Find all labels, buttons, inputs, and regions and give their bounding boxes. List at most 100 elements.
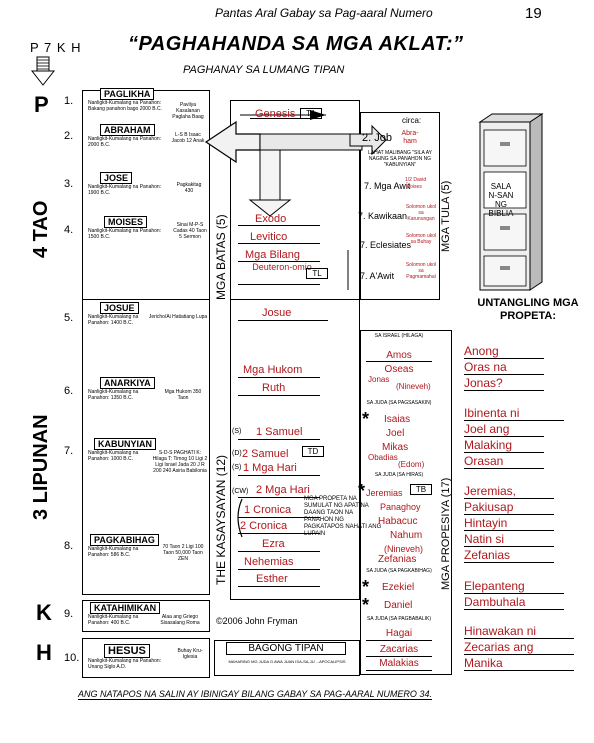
book-levitico: Levitico [250,231,288,243]
prophets-frame [360,330,452,675]
circa-label: circa: [402,116,422,125]
zacarias-underline [366,656,432,657]
mark-s: (S) [232,428,242,435]
subtitle: PAGHANAY SA LUMANG TIPAN [183,64,345,76]
book-nahum: Nahum [390,530,423,541]
untangle-13: Elepanteng [464,580,564,594]
period-5-note: Nanligkit-Kumalang na Panahon: 1400 B.C. [88,314,139,326]
book-zacarias: Zacarias [379,644,419,655]
cabinet-label: SALA N-SAN NG BIBLIA [488,182,514,218]
kawikaan-note: Solomon ukol sa Karunungan [405,204,437,222]
untangle-2: Oras na [464,361,544,375]
star-icon-1: * [362,409,370,429]
copyright: ©2006 John Fryman [216,616,298,626]
sa-juda-3: SA JUDA (SA PAGKABIHAG) [366,568,432,574]
period-3-note: Nanligkit-Kumalang na Panahon: 1900 B.C. [88,184,162,196]
untangle-11: Natin si [464,533,554,547]
period-8-num: 8. [64,540,74,552]
star-icon-3: * [362,577,370,597]
untangle-4: Ibinenta ni [464,407,564,421]
untangle-7: Orasan [464,455,544,469]
half-david: 1/2 David [405,177,427,183]
book-hagai: Hagai [385,628,413,639]
hari1-underline [238,475,320,476]
mark-s2: (S) [232,464,242,471]
esther-underline [238,586,320,587]
book-habacuc: Habacuc [378,516,418,527]
letter-k: K [36,600,52,625]
untangle-16: Zecarias ang [464,641,574,655]
mark-cw: (CW) [232,488,249,495]
bagong-tipan-list: MAHARING MG JUDA G AWA JUAN ISA-SA-JU ..… [228,659,346,664]
untangle-9: Pakiusap [464,501,554,515]
untangle-1: Anong [464,345,544,359]
book-isaias: Isaias [384,414,411,425]
book-awit-awit: 7. A'Awit [360,271,395,281]
letter-p: P [34,92,49,117]
ruth-underline [238,395,320,396]
period-1-note: Nanligkit-Kumalang na Panahon: Bakang pa… [88,100,162,112]
untangle-15: Hinawakan ni [464,625,574,639]
period-4-side: Sinai M-P-S Cadas 40 Taon 5 Sermon [173,222,207,240]
period-3-num: 3. [64,178,74,190]
period-4-name: MOISES [104,216,148,228]
book-zefanias: Zefanias [378,554,417,565]
poetry-frame [360,112,440,300]
label-kasaysayan: THE KASAYSAYAN (12) [214,454,228,585]
book-2-samuel: 2 Samuel [242,448,289,460]
period-3-name: JOSE [100,172,133,184]
book-josue: Josue [262,307,292,319]
sa-juda-2: SA JUDA (SA HIRAS) [374,472,424,478]
period-10-name: HESUS [104,644,150,658]
book-bilang: Mga Bilang [245,249,301,261]
book-1-mga-hari: 1 Mga Hari [243,462,297,474]
amos-underline [366,361,432,362]
untangle-6: Malaking [464,439,544,453]
book-malakias: Malakias [379,658,419,669]
book-nehemias: Nehemias [244,556,294,568]
untangling-title: UNTANGLING MGA PROPETA: [477,297,579,322]
main-title: “PAGHAHANDA SA MGA AKLAT:” [128,33,464,55]
striped-down-arrow-icon [30,56,56,86]
book-ruth: Ruth [262,382,286,394]
eclesiastes-note: Solomon ukol sa Buhay [405,233,437,245]
flow-arrows-icon [204,110,387,290]
untangle-8: Jeremias, [464,485,554,499]
bagong-tipan-title: BAGONG TIPAN [226,642,346,655]
file-cabinet-icon [478,113,544,291]
levitico-underline [238,243,320,244]
hari2-underline [238,497,320,498]
period-8-note: Nanligkit-Kumalang na Panahon: 586 B.C. [88,546,139,558]
period-1-side: Pavilya Kasalanan Paglaha Baag [172,102,204,120]
sa-israel-label: SA ISRAEL (HILAGA) [374,333,424,339]
book-job: 2. Job [362,132,392,144]
period-10-frame [82,638,210,678]
period-8-side: 70 Taon 2 Ligi 100 Taon 50,000 Taon ZEN [162,544,204,562]
book-exodo: Exodo [255,213,287,225]
book-deuteronomio: Deuteron-omio [252,262,312,272]
period-2-note: Nanligkit-Kumalang na Panahon: 2000 B.C. [88,136,162,148]
sa-juda-1: SA JUDA (SA PAGSASAKIN) [366,400,432,406]
letter-h: H [36,640,52,665]
nehemias-underline [238,569,320,570]
period-6-note: Nanligkit-Kumalang na Panahon: 1350 B.C. [88,389,139,401]
book-amos: Amos [386,350,412,361]
history-frame [230,300,360,600]
period-10-side: Buhay Kru- Iglesia [177,648,203,660]
period-5-name: JOSUE [100,302,139,314]
period-9-note: Nanligkit-Kumalang na Panahon: 400 B.C. [88,614,139,626]
genesis-underline [250,118,300,119]
period-5-side: Jericho/Ai Hatiatiang Lupa [148,314,208,320]
hagai-underline [366,640,432,641]
book-daniel: Daniel [384,600,413,611]
sa-juda-4: SA JUDA (SA PAGBABALIK) [366,616,432,622]
edom: (Edom) [398,460,425,469]
cronica2-underline [238,533,320,534]
td-tag: TD [302,446,324,457]
star-icon-2: * [358,481,366,501]
book-1-cronica: 1 Cronica [244,504,292,516]
group-3-lipunan: 3 LIPUNAN [30,414,52,520]
period-10-num: 10. [64,652,80,664]
period-9-num: 9. [64,608,74,620]
running-title: Pantas Aral Gabay sa Pag-aaral Numero [215,6,433,20]
